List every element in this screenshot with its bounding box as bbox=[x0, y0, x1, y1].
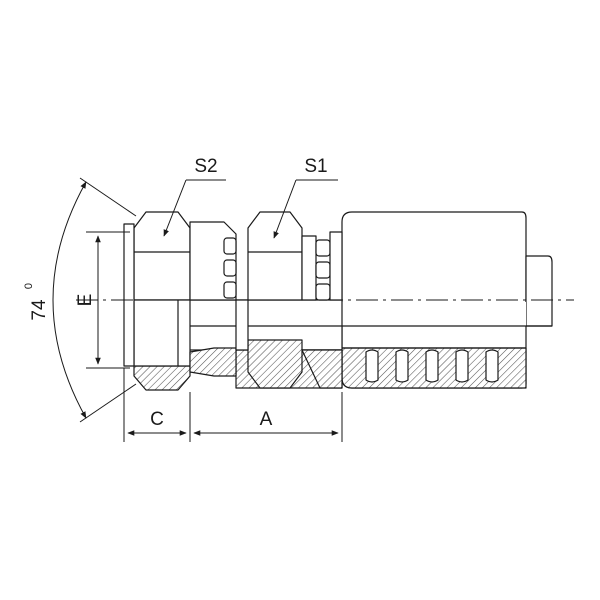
dimension-angle bbox=[52, 177, 137, 423]
dimension-c bbox=[123, 368, 191, 442]
hex-s1 bbox=[247, 211, 303, 389]
dimension-e bbox=[86, 231, 130, 369]
leader-s1 bbox=[273, 179, 338, 239]
dimension-c-label: C bbox=[150, 409, 164, 430]
dimension-a-label: A bbox=[260, 409, 273, 430]
leader-s2 bbox=[163, 179, 226, 237]
collar-s1 bbox=[301, 231, 343, 301]
angle-degree-symbol: 0 bbox=[23, 283, 35, 289]
angle-label: 74 bbox=[29, 299, 50, 321]
dimension-e-label: E bbox=[75, 294, 96, 307]
thread-section bbox=[189, 221, 249, 377]
hex-s2-label: S2 bbox=[194, 156, 217, 177]
hex-s1-label: S1 bbox=[304, 156, 327, 177]
dimension-a bbox=[193, 392, 343, 442]
hex-s2-nut bbox=[123, 211, 191, 391]
